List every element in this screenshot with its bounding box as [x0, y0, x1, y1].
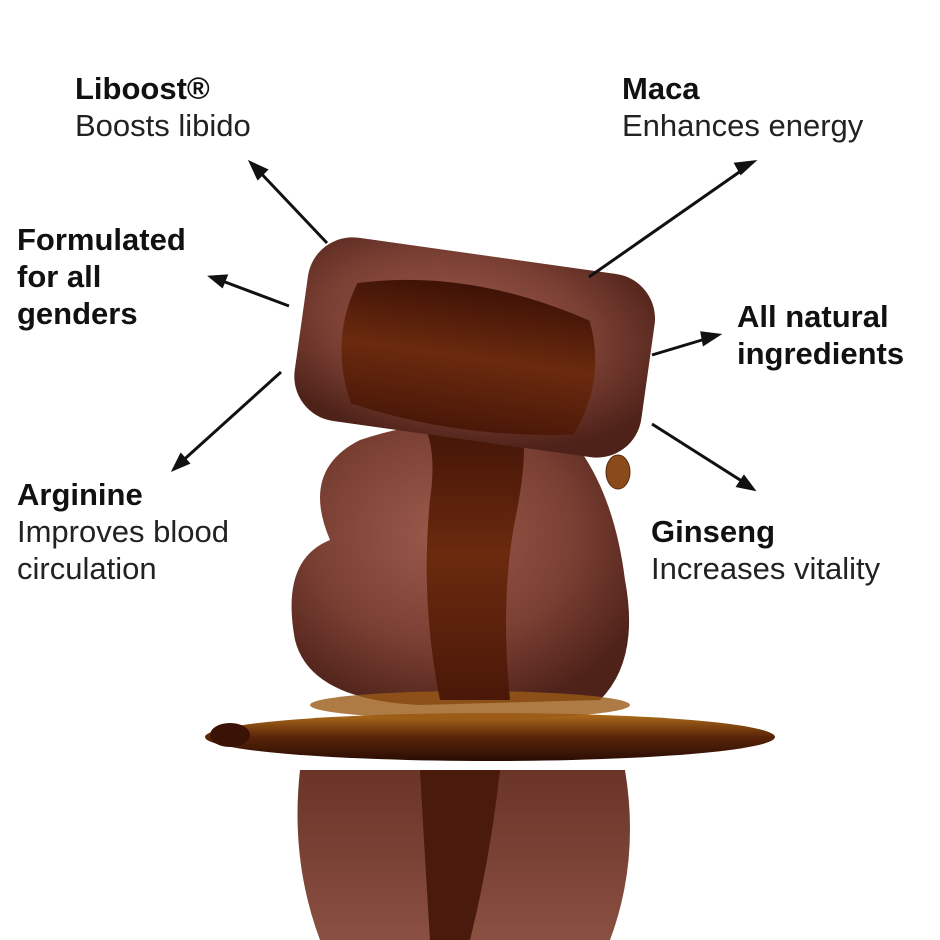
- syrup-droplet: [605, 454, 631, 490]
- callout-liboost: Liboost® Boosts libido: [75, 70, 251, 144]
- arrow-arginine: [176, 370, 283, 467]
- callout-title: Arginine: [17, 477, 143, 512]
- syrup-puddle: [205, 691, 775, 761]
- callout-desc: circulation: [17, 551, 157, 586]
- callout-line: genders: [17, 296, 138, 331]
- callout-desc: Boosts libido: [75, 108, 251, 143]
- callout-title: Maca: [622, 71, 700, 106]
- arrow-genders: [216, 277, 290, 308]
- callout-line: ingredients: [737, 336, 905, 371]
- callout-natural: All natural ingredients: [737, 298, 904, 372]
- callout-desc: Enhances energy: [622, 108, 864, 143]
- arrow-liboost: [254, 166, 329, 245]
- arrow-ginseng: [651, 422, 749, 487]
- callout-line: for all: [17, 259, 102, 294]
- callout-title: Ginseng: [651, 514, 776, 549]
- callout-line: Formulated: [17, 222, 186, 257]
- callout-genders: Formulated for all genders: [17, 221, 186, 332]
- callout-ginseng: Ginseng Increases vitality: [651, 513, 880, 587]
- callout-title: Liboost®: [75, 71, 210, 106]
- arrows: [170, 159, 758, 492]
- syrup-drip: [410, 410, 524, 700]
- square-gummy: [294, 237, 655, 458]
- callout-desc: Increases vitality: [651, 551, 881, 586]
- reflection: [297, 770, 630, 940]
- callout-arginine: Arginine Improves blood circulation: [17, 476, 229, 587]
- callout-desc: Improves blood: [17, 514, 229, 549]
- callout-maca: Maca Enhances energy: [622, 70, 863, 144]
- arrow-maca: [588, 164, 749, 279]
- callout-line: All natural: [737, 299, 889, 334]
